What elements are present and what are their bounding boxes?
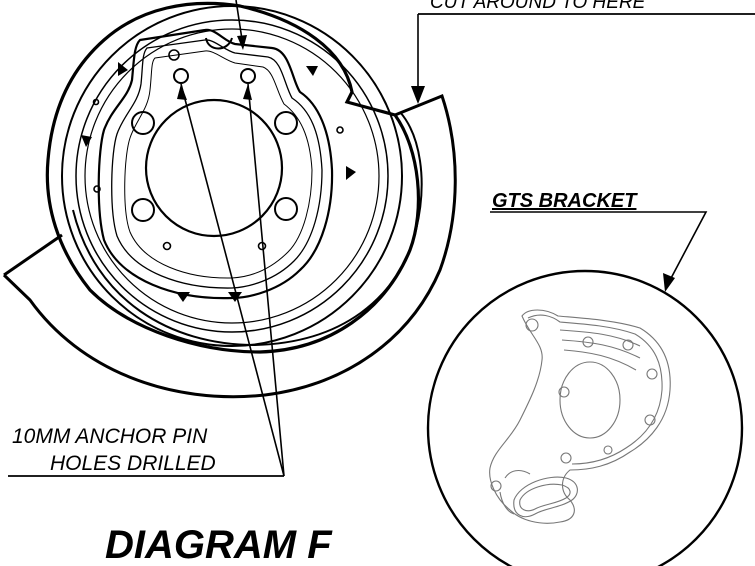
cut-around-label: CUT AROUND TO HERE — [430, 0, 646, 13]
bolt-hole — [274, 111, 298, 135]
tab-marker — [306, 66, 318, 76]
bracket-hole — [558, 386, 570, 398]
anchor-pin-label-line1: 10MM ANCHOR PIN — [12, 425, 208, 448]
anchor-pin-label-line2: HOLES DRILLED — [50, 452, 216, 475]
bracket-ear — [513, 476, 578, 518]
plate-inner-ring — [61, 5, 403, 347]
arrowhead — [177, 84, 187, 100]
bracket-hole — [582, 336, 594, 348]
gts-bracket-detail — [426, 211, 744, 566]
inner-skirt-ring — [72, 111, 423, 347]
gts-bracket-label: GTS BRACKET — [492, 190, 638, 212]
bolt-hole — [274, 197, 298, 221]
small-hole — [162, 241, 172, 251]
raised-pad — [97, 28, 334, 300]
bracket-ear-arm — [499, 469, 531, 515]
bracket-hole — [622, 339, 634, 351]
tab-marker — [176, 292, 190, 302]
detail-circle — [426, 269, 744, 566]
anchor-pin-hole — [173, 68, 189, 84]
bracket-outline — [489, 309, 671, 524]
tab-marker — [228, 292, 242, 302]
tab-marker — [81, 135, 92, 147]
bolt-hole — [131, 198, 155, 222]
arrowhead — [237, 35, 247, 50]
bracket-ear-inner — [519, 483, 571, 512]
diagram-title: DIAGRAM F — [105, 523, 333, 566]
small-hole — [168, 49, 180, 61]
arrowhead — [663, 273, 675, 292]
raised-pad-inner-2 — [124, 50, 313, 279]
backing-plate — [2, 1, 457, 399]
notch-leader — [235, 0, 247, 50]
anchor-pin-hole — [240, 68, 256, 84]
cut-away-skirt-left — [3, 233, 63, 277]
bracket-outline-inner — [527, 314, 663, 465]
plate-inner-ring-3 — [84, 28, 380, 324]
bolt-hole — [131, 111, 155, 135]
anchor-leader-lines — [8, 83, 285, 477]
arrowhead — [411, 86, 425, 104]
plate-inner-ring-2 — [75, 19, 389, 333]
bracket-hole — [525, 318, 539, 332]
cut-away-skirt — [2, 94, 457, 399]
bracket-center-bore — [559, 361, 621, 439]
bracket-hole — [644, 414, 656, 426]
arrowhead — [243, 84, 252, 100]
bracket-hole — [560, 452, 572, 464]
small-hole — [336, 126, 344, 134]
bracket-hole — [490, 480, 502, 492]
center-hub-hole — [144, 98, 284, 238]
bracket-hole — [603, 445, 613, 455]
top-notch — [205, 37, 233, 50]
backing-plate-outer-outline — [45, 1, 421, 354]
tab-marker — [346, 166, 356, 180]
raised-pad-inner — [111, 39, 323, 289]
tab-marker — [118, 62, 128, 76]
small-hole — [92, 98, 100, 106]
small-hole — [93, 185, 101, 193]
cut-around-leader — [411, 13, 755, 104]
bracket-hole — [646, 368, 658, 380]
